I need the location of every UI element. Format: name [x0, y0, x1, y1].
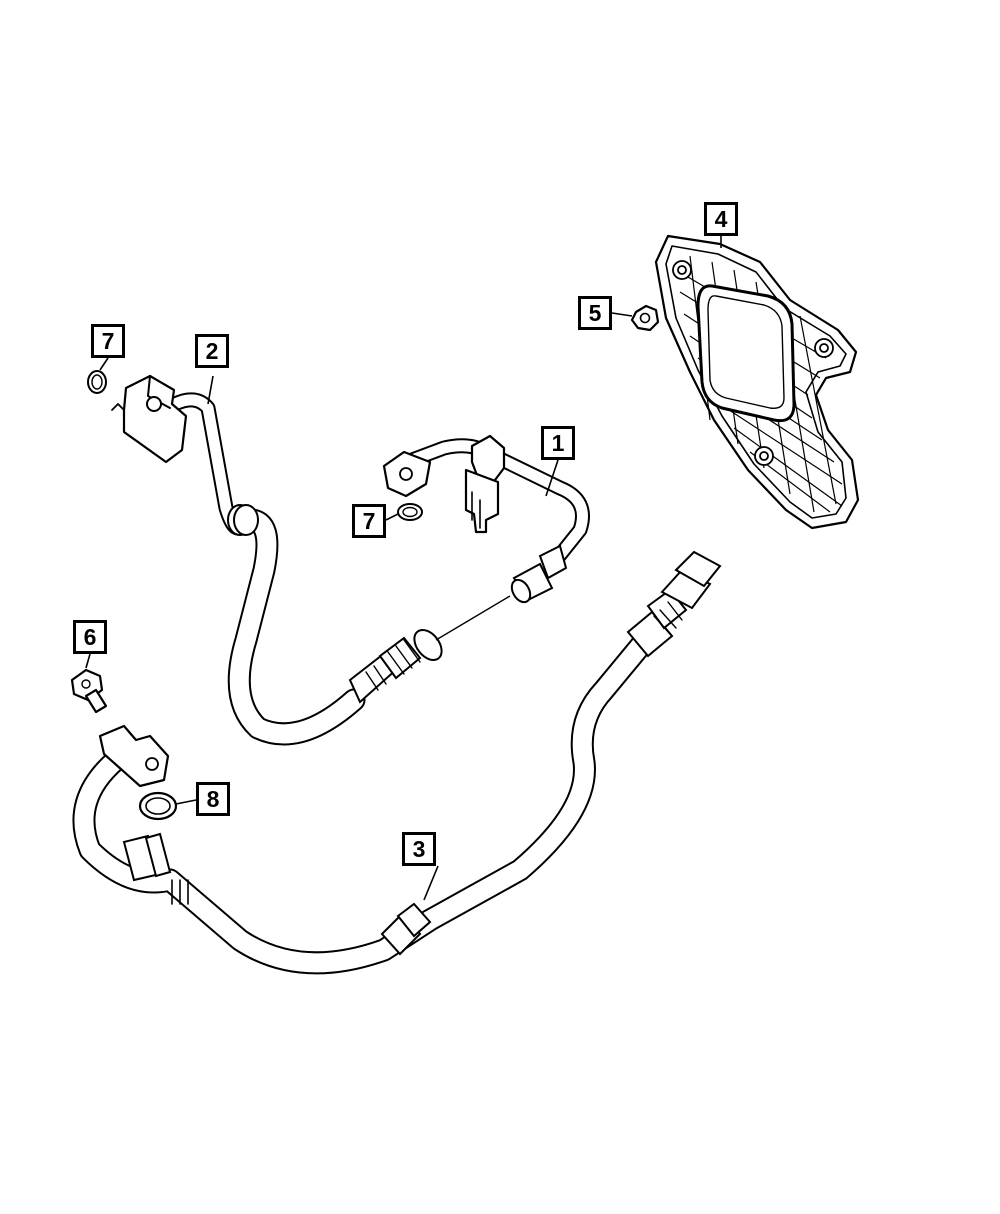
leader-lines	[85, 236, 722, 901]
hose-part-2	[111, 374, 443, 746]
nut-part-5	[630, 304, 660, 332]
callout-4: 4	[704, 202, 738, 236]
callout-8: 8	[196, 782, 230, 816]
callout-2: 2	[195, 334, 229, 368]
o-ring-part-8	[138, 791, 178, 821]
callout-7-middle: 7	[352, 504, 386, 538]
callout-7-upper: 7	[91, 324, 125, 358]
bolt-part-6	[70, 668, 108, 714]
tube-part-1	[382, 434, 590, 604]
callout-5: 5	[578, 296, 612, 330]
hose-part-3	[72, 550, 722, 975]
gasket-panel-part-4	[654, 234, 860, 530]
washer-part-7-upper	[87, 370, 107, 394]
callout-1: 1	[541, 426, 575, 460]
callout-6: 6	[73, 620, 107, 654]
washer-part-7-middle	[397, 503, 423, 521]
callout-3: 3	[402, 832, 436, 866]
